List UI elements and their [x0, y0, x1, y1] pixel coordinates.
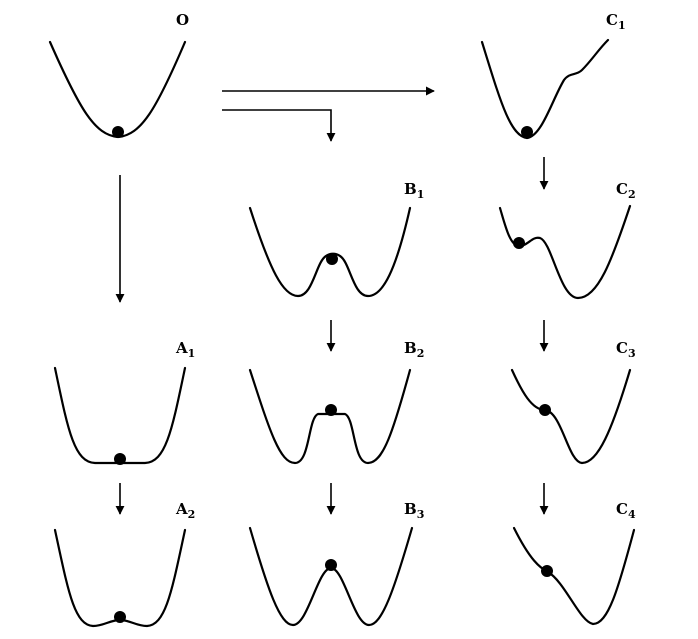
panel-a2: A2 — [53, 500, 195, 628]
ball-a1 — [114, 453, 126, 465]
label-a1: A1 — [175, 339, 195, 360]
label-b2: B2 — [404, 339, 424, 360]
panel-o: O — [48, 11, 189, 139]
label-b1: B1 — [404, 180, 424, 201]
panel-c2: C2 — [498, 180, 636, 300]
curve-c4 — [512, 526, 636, 626]
ball-c4 — [541, 565, 553, 577]
label-c4: C4 — [616, 500, 636, 521]
ball-c2 — [513, 237, 525, 249]
panel-b3: B3 — [248, 500, 424, 627]
curve-b2 — [248, 368, 412, 465]
curve-c3 — [510, 368, 632, 465]
arrows — [115, 86, 549, 515]
label-c1: C1 — [606, 11, 626, 32]
ball-c3 — [539, 404, 551, 416]
panel-c1: C1 — [480, 11, 626, 140]
label-b3: B3 — [404, 500, 424, 521]
panel-a1: A1 — [53, 339, 195, 465]
curve-a1 — [53, 366, 187, 465]
label-c2: C2 — [616, 180, 636, 201]
ball-o — [112, 126, 124, 138]
panel-b2: B2 — [248, 339, 424, 465]
curve-b3 — [248, 526, 414, 627]
curve-b1 — [248, 206, 412, 298]
label-o: O — [176, 11, 189, 29]
ball-b2 — [325, 404, 337, 416]
arrow-o-to-b1 — [222, 109, 336, 142]
curve-c2 — [498, 204, 632, 300]
ball-b3 — [325, 559, 337, 571]
curve-c1 — [480, 38, 610, 140]
ball-b1 — [326, 253, 338, 265]
curve-o — [48, 40, 187, 139]
panel-b1: B1 — [248, 180, 424, 298]
label-a2: A2 — [175, 500, 195, 521]
ball-c1 — [521, 126, 533, 138]
ball-a2 — [114, 611, 126, 623]
panel-c3: C3 — [510, 339, 636, 465]
label-c3: C3 — [616, 339, 636, 360]
panel-c4: C4 — [512, 500, 636, 626]
